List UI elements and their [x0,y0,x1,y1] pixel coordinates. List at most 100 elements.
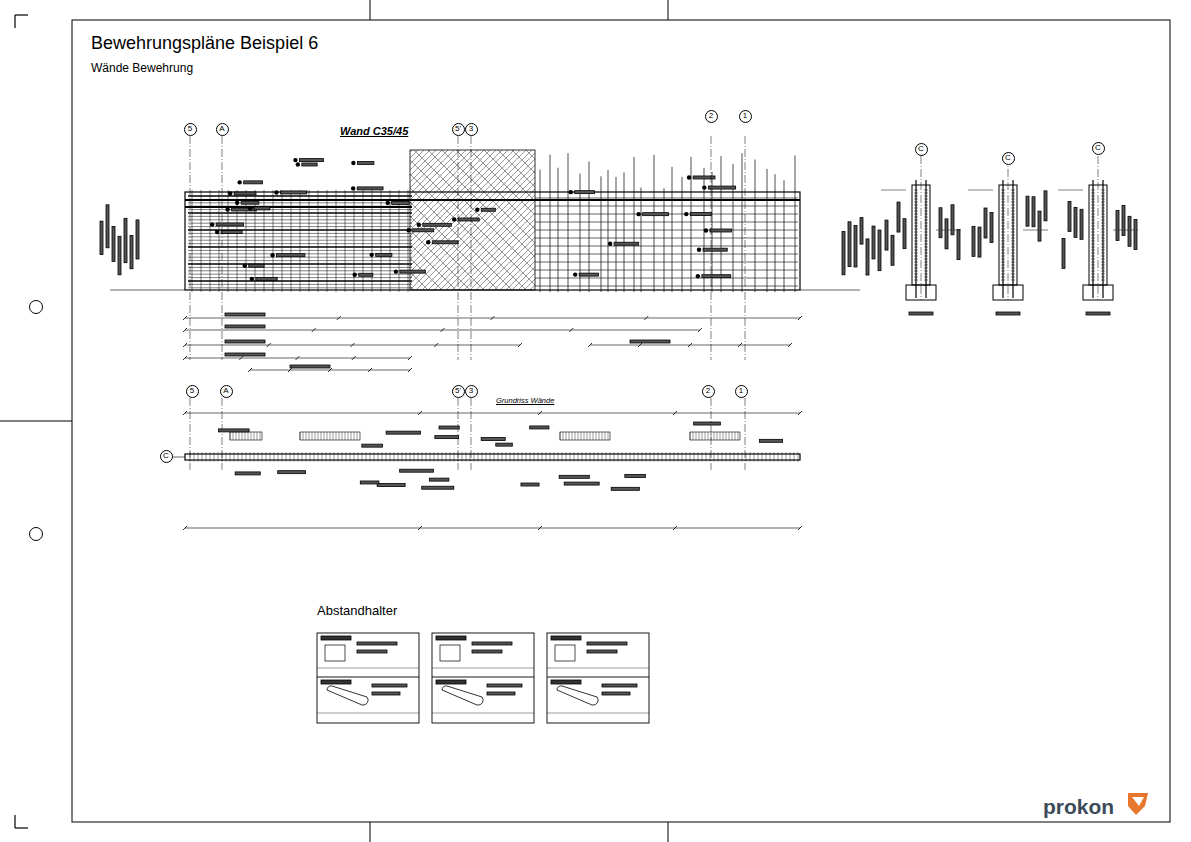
punch-hole [30,301,43,314]
hatch-line [470,150,535,290]
vertical-bar [372,190,373,292]
top-bar [185,206,412,208]
top-bar [185,199,800,201]
plan-bar [266,452,267,462]
callout-text-mark [614,242,639,245]
dimension-tick [798,316,802,320]
callout-text-mark [564,482,599,485]
plan-bar [302,452,303,462]
plan-bar [258,452,259,462]
plan-bar [345,432,346,440]
hatch-line [410,150,424,290]
callout-text-mark [575,191,595,194]
callout-bubble [696,274,700,278]
dimension-tick [538,411,542,415]
plan-bar [602,452,603,462]
section-bar [925,180,926,298]
hatch-line [518,150,535,290]
vertical-bar [273,190,274,292]
dimension-tick [267,343,271,347]
callout-bubble [351,161,355,165]
section-title-mark [909,312,933,315]
plan-bar [321,432,322,440]
axis-label: 3 [469,387,473,395]
callout-text-mark [429,478,449,481]
callout-bubble [352,273,356,277]
hatch-line [484,150,535,290]
plan-bar [584,432,585,440]
footing-outline [1083,285,1113,300]
plan-bar [290,452,291,462]
callout-text-mark [708,186,735,189]
vertical-callout-mark [1134,220,1137,250]
plan-bar [382,452,383,462]
table-rule [547,713,649,714]
plan-bar [470,452,471,462]
spacer-shape [325,645,345,661]
dimension-text-mark [225,325,265,328]
vertical-callout-mark [951,205,954,235]
table-text-mark [357,642,397,645]
axis-label: 2 [709,112,713,120]
plan-bar [634,452,635,462]
plan-bar [658,452,659,462]
vertical-bar [300,190,301,292]
axis-line [921,156,922,300]
plan-bar [474,452,475,462]
plan-bar [686,452,687,462]
callout-text-mark [392,201,409,204]
plan-bar [718,452,719,462]
plan-bar [605,432,606,440]
dimension-tick [352,356,356,360]
axis-circle: 1 [739,110,752,123]
axis-label: 3 [469,125,473,133]
table-rule [432,677,534,678]
plan-stirrup-group [230,432,262,440]
fold-mark [370,0,371,20]
callout-text-mark [643,213,669,216]
callout-text-mark [496,443,513,446]
vertical-bar [318,190,319,292]
hatch-line [410,150,496,290]
plan-bar [735,432,736,440]
vertical-callout-mark [885,220,888,250]
vertical-bar [264,190,265,292]
table-text-mark [372,684,407,687]
hatch-line [494,150,535,290]
vertical-bar [634,157,635,292]
axis-line [1008,156,1009,300]
hatch-line [458,150,535,290]
hatch-line [410,150,448,290]
plan-bar [242,432,243,440]
hatch-line [470,150,535,290]
dimension-tick [296,356,300,360]
axis-circle: C [1092,142,1105,155]
vertical-callout-mark [1122,206,1125,236]
plan-bar [286,452,287,462]
plan-bar [222,452,223,462]
callout-text-mark [690,213,711,216]
axis-label: C [1005,154,1011,162]
callout-text-mark [241,201,259,204]
section-title-mark [1086,312,1110,315]
hatch-line [410,150,508,290]
vertical-bar [228,190,229,292]
plan-bar [210,452,211,462]
plan-bar [706,452,707,462]
callout-bubble [475,208,479,212]
hatch-line [442,150,535,290]
vertical-bar [795,155,796,292]
callout-text-mark [703,248,727,251]
callout-text-mark [216,223,243,226]
dimension-tick [644,316,648,320]
callout-bubble [702,185,706,189]
axis-line [1098,156,1099,300]
hatch-line [410,150,526,290]
section-outline [999,185,1017,285]
vertical-callout-mark [130,235,133,268]
vertical-bar [558,168,559,292]
plan-bar [794,452,795,462]
vertical-callout-mark [112,226,115,261]
callout-bubble [406,228,410,232]
hatch-line [410,150,514,290]
